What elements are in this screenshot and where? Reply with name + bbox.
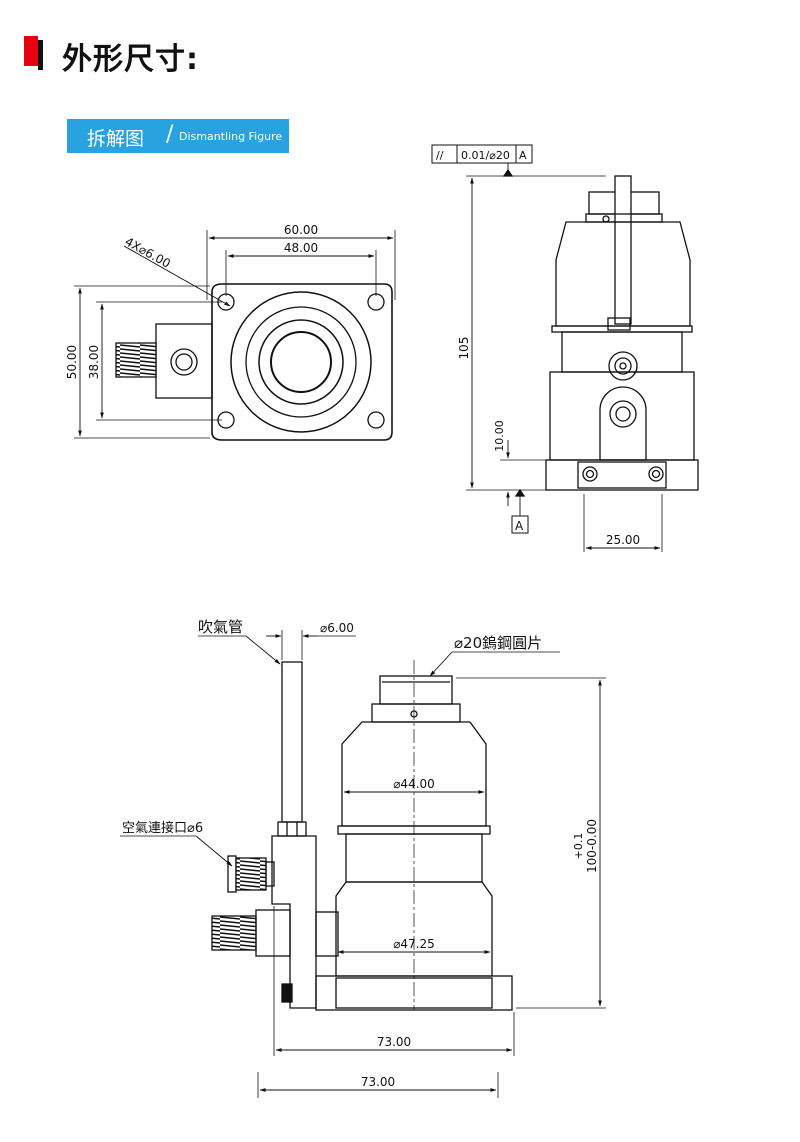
dim-label-height-tol: +0.1 (572, 833, 585, 860)
gdt-symbol: // (436, 149, 444, 162)
side-view-tube (614, 175, 632, 325)
top-view-side-block (155, 323, 213, 399)
datum-label: A (515, 519, 524, 533)
dim-label-holes: 4X⌀6.00 (123, 234, 173, 270)
body-circle-outer (230, 291, 372, 433)
body-circle-mid (245, 306, 357, 418)
label-blow-tube: 吹氣管 (198, 618, 243, 636)
side-view-base (545, 459, 699, 491)
section-tab-label-en: Dismantling Figure (179, 130, 283, 143)
dim-label-tube: ⌀6.00 (320, 621, 354, 635)
lower-thread (211, 915, 257, 951)
dim-label-10: 10.00 (493, 420, 506, 452)
section-tab: 拆解图 / Dismantling Figure (67, 119, 289, 153)
header-accent-shadow (38, 40, 43, 70)
leader-air-port (195, 835, 233, 867)
gdt-tolerance: 0.01/⌀20 (461, 149, 510, 162)
top-view (74, 230, 396, 441)
side-view-clamp (599, 386, 647, 461)
leader-blow-tube (245, 635, 281, 665)
dim-label-height: 100-0.00 (585, 819, 599, 873)
section-tab-label-cn: 拆解图 (87, 128, 145, 150)
dim-label-50: 50.00 (65, 345, 79, 379)
side-view-lower-body (549, 371, 695, 461)
front-view (120, 630, 606, 1098)
front-cap (379, 675, 453, 705)
section-tab-separator: / (166, 122, 174, 147)
label-air-port: 空氣連接口⌀6 (122, 820, 203, 836)
side-view (431, 144, 699, 552)
dim-label-48: 48.00 (284, 241, 318, 255)
gdt-datum: A (519, 149, 527, 162)
dim-label-73-a: 73.00 (377, 1035, 411, 1049)
dim-label-44: ⌀44.00 (393, 777, 435, 791)
dim-label-47: ⌀47.25 (393, 937, 435, 951)
tube-nut (277, 821, 307, 837)
dim-label-105: 105 (457, 337, 471, 360)
top-view-thread (115, 342, 157, 378)
dim-label-60: 60.00 (284, 223, 318, 237)
dim-leader-holes (123, 245, 231, 307)
label-steel-disc: ⌀20鎢鋼圓片 (454, 634, 542, 652)
body-circle-core (270, 331, 332, 393)
air-port-thread (235, 857, 267, 891)
top-view-port-inner (175, 353, 193, 371)
dim-label-73-b: 73.00 (361, 1075, 395, 1089)
datum-box (511, 515, 529, 534)
dim-label-38: 38.00 (87, 345, 101, 379)
body-circle-inner (258, 319, 344, 405)
gdt-frame (431, 144, 533, 164)
leader-steel-disc (429, 651, 453, 677)
dim-label-25: 25.00 (606, 533, 640, 547)
mount-hole-br (367, 411, 385, 429)
mount-hole-tr (367, 293, 385, 311)
top-view-port-outer (170, 348, 198, 376)
top-view-flange (211, 283, 393, 441)
page-title: 外形尺寸: (62, 42, 199, 77)
header-accent-bar (24, 36, 38, 66)
mount-bracket (271, 835, 317, 1009)
blow-tube (281, 661, 303, 823)
